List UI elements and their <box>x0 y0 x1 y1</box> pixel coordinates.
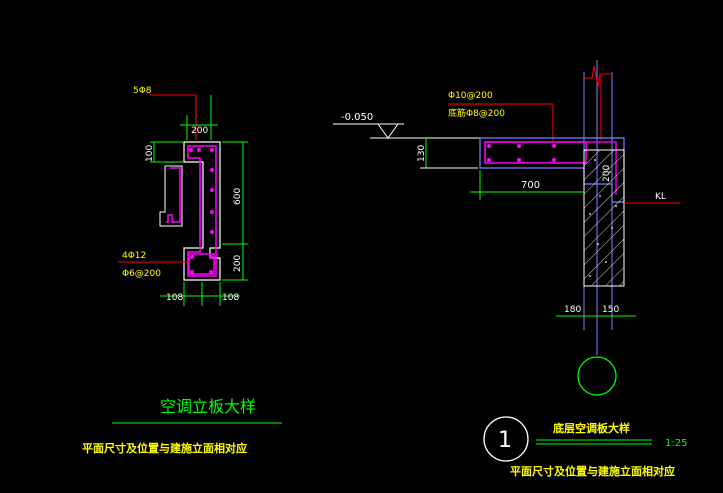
label-rebar-stirrup: Φ6@200 <box>122 269 161 279</box>
panel-side-outline <box>159 165 183 227</box>
dim-150: 150 <box>602 305 619 315</box>
dim-108-left: 108 <box>166 293 183 303</box>
dim-600: 600 <box>233 188 243 205</box>
left-title: 空调立板大样 <box>160 397 256 416</box>
label-slab-rebar-2: 底筋Φ8@200 <box>448 107 505 119</box>
beam-section-hatch <box>583 149 625 287</box>
left-note: 平面尺寸及位置与建施立面相对应 <box>82 441 247 455</box>
leader-slab-rebar <box>448 103 554 142</box>
label-rebar-top: 5Φ8 <box>133 86 152 96</box>
right-title: 底层空调板大样 <box>553 421 630 435</box>
leader-top-rebar <box>150 94 197 140</box>
label-beam: KL <box>655 192 666 202</box>
panel-rebar-stirrup <box>187 145 217 277</box>
right-note: 平面尺寸及位置与建施立面相对应 <box>510 464 675 478</box>
dim-180: 180 <box>564 305 581 315</box>
callout-number: 1 <box>498 428 512 453</box>
right-scale: 1:25 <box>665 438 687 449</box>
dim-108-right: 108 <box>222 293 239 303</box>
dim-130: 130 <box>417 145 427 162</box>
panel-outline <box>183 141 221 281</box>
right-detail: -0.050 Φ10@200 底筋Φ8@200 <box>333 60 687 478</box>
panel-side-hook <box>166 167 181 223</box>
callout-circle <box>483 416 529 462</box>
break-mark-top <box>584 65 612 87</box>
label-rebar-main: 4Φ12 <box>122 251 146 261</box>
dim-700: 700 <box>521 180 540 191</box>
panel-rebar-bottom-box <box>188 253 215 275</box>
left-detail: 5Φ8 200 100 600 200 <box>82 86 282 455</box>
rebar-dots-right <box>487 144 556 162</box>
dim-200-right: 200 <box>233 255 243 272</box>
grid-bubble <box>577 356 617 396</box>
dim-200-wall: 200 <box>602 165 612 182</box>
aggregate-dots <box>589 159 617 277</box>
dim-top-200: 200 <box>191 126 208 136</box>
label-slab-rebar-1: Φ10@200 <box>448 91 493 101</box>
dim-100: 100 <box>145 145 155 162</box>
label-elevation: -0.050 <box>341 112 373 123</box>
elevation-triangle <box>377 123 399 139</box>
rebar-dots-left <box>189 148 214 274</box>
slab-rebar <box>484 141 587 164</box>
